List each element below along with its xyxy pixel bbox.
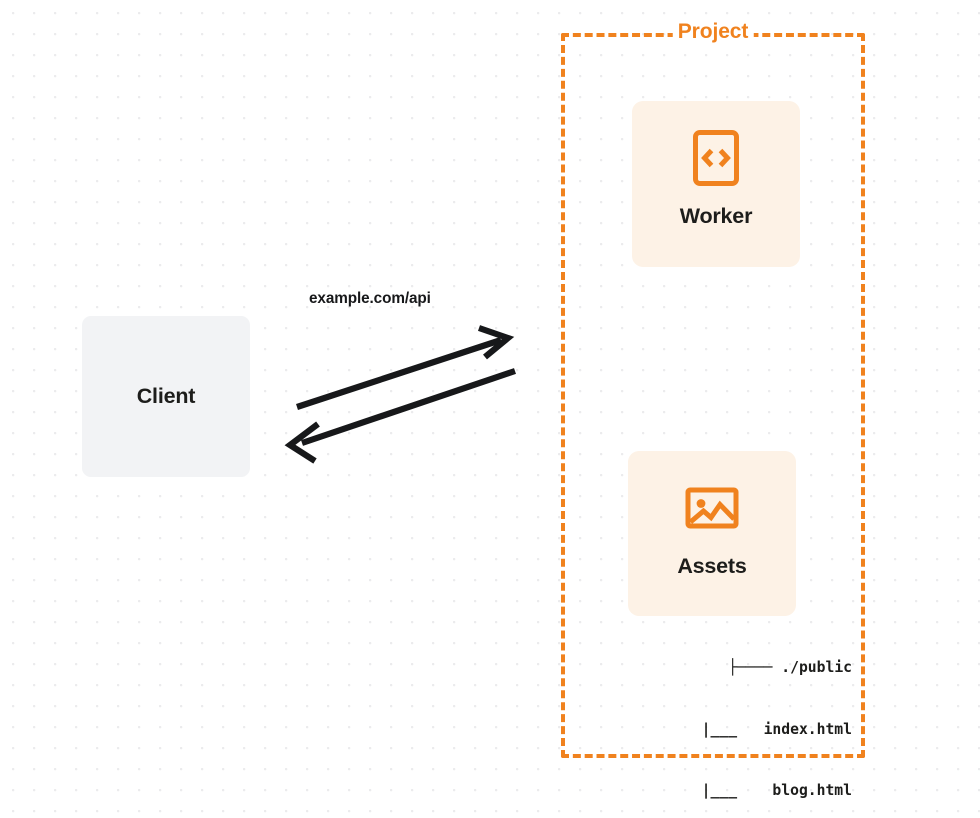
response-arrow [284,368,516,464]
node-assets-label: Assets [677,554,747,578]
file-tree-row: |___ index.html [683,720,852,738]
node-client: Client [82,316,250,477]
node-client-label: Client [136,384,196,408]
file-tree-row: ├──── ./public [728,659,852,676]
node-assets: Assets [628,451,796,616]
request-arrow [296,325,515,410]
node-worker: Worker [632,101,800,267]
node-worker-label: Worker [679,204,753,228]
file-tree-row: |___ blog.html [683,782,852,799]
code-brackets-icon [693,130,739,186]
assets-file-tree: ├──── ./public |___ index.html |___ blog… [610,617,852,818]
connection-label: example.com/api [309,290,431,307]
group-project-label: Project [672,20,754,44]
group-project: Project Worker Assets ├──── ./public |__… [561,20,865,799]
image-icon [685,487,739,529]
